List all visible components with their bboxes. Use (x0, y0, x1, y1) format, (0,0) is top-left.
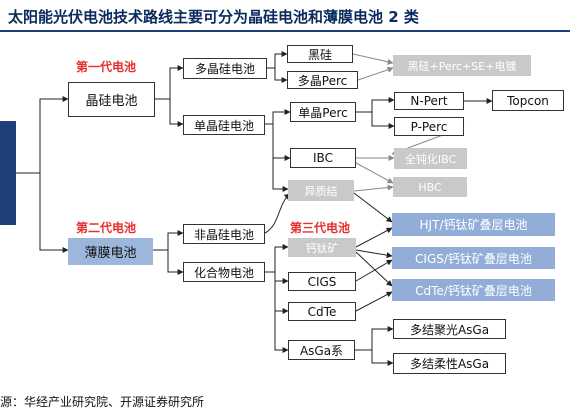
hbc: HBC (393, 177, 467, 197)
cigs: CIGS (288, 272, 356, 291)
root-bar (0, 121, 16, 225)
gen2-label: 第二代电池 (76, 221, 137, 235)
black-si-perc-se-plating: 黑硅+Perc+SE+电镀 (393, 55, 531, 76)
multi-perc: 多晶Perc (287, 71, 358, 89)
multi-junction-flexible-asga: 多结柔性AsGa (393, 353, 506, 374)
cdte-perovskite-tandem: CdTe/钙钛矿叠层电池 (392, 279, 555, 301)
multi-si-cell: 多晶硅电池 (183, 58, 267, 79)
heterojunction: 异质结 (288, 180, 354, 201)
n-pert: N-Pert (394, 92, 464, 110)
gen1-label: 第一代电池 (76, 60, 137, 74)
title-rule (0, 30, 570, 32)
ibc: IBC (290, 148, 356, 168)
hjt-perovskite-tandem: HJT/钙钛矿叠层电池 (392, 213, 555, 236)
crystalline-si-cell: 晶硅电池 (68, 82, 155, 117)
cdte: CdTe (288, 302, 356, 321)
compound-cell: 化合物电池 (183, 262, 265, 282)
amorphous-si-cell: 非晶硅电池 (183, 224, 265, 244)
page-title: 太阳能光伏电池技术路线主要可分为晶硅电池和薄膜电池 2 类 (8, 8, 419, 26)
source-note: 源：华经产业研究院、开源证券研究所 (0, 395, 205, 409)
black-si: 黑硅 (287, 45, 353, 63)
full-passivation-ibc: 全钝化IBC (394, 148, 467, 169)
topcon: Topcon (492, 90, 564, 111)
asga: AsGa系 (288, 340, 355, 360)
p-perc: P-Perc (394, 117, 464, 136)
multi-junction-concentrator-asga: 多结聚光AsGa (393, 319, 506, 339)
mono-si-cell: 单晶硅电池 (183, 115, 265, 135)
gen3-label: 第三代电池 (290, 221, 351, 235)
thin-film-cell: 薄膜电池 (68, 238, 153, 265)
mono-perc: 单晶Perc (290, 102, 356, 122)
perovskite: 钙钛矿 (288, 238, 356, 257)
cigs-perovskite-tandem: CIGS/钙钛矿叠层电池 (392, 247, 555, 269)
